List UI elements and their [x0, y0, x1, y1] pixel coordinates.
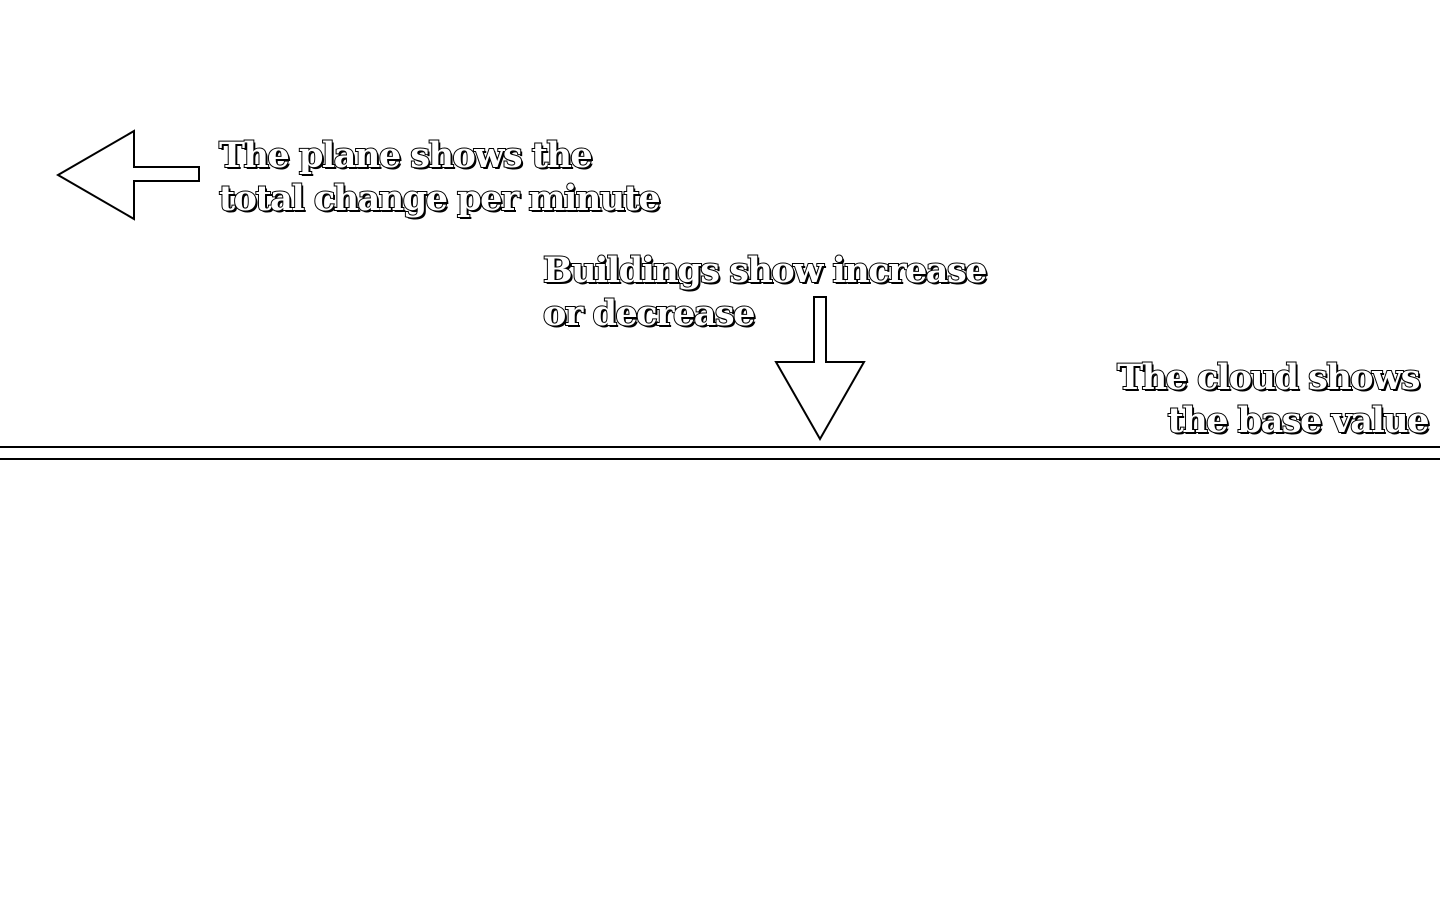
cloud-hint-line-1: The cloud shows — [1116, 356, 1421, 399]
plane-hint-line-1: The plane shows the — [218, 134, 594, 177]
cloud-hint-line-2: the base value — [1167, 399, 1431, 442]
arrow-left-icon — [56, 129, 200, 221]
buildings-hint-line-2: or decrease — [542, 292, 756, 335]
ground-line — [0, 446, 1440, 460]
buildings-hint-line-1: Buildings show increase — [542, 249, 988, 292]
arrow-down-icon — [774, 296, 866, 442]
plane-hint-text: The plane shows the total change per min… — [218, 134, 662, 220]
cloud-hint-text: The cloud shows the base value — [1116, 356, 1431, 442]
buildings-hint-text: Buildings show increase or decrease — [542, 249, 988, 335]
plane-hint-line-2: total change per minute — [218, 177, 662, 220]
